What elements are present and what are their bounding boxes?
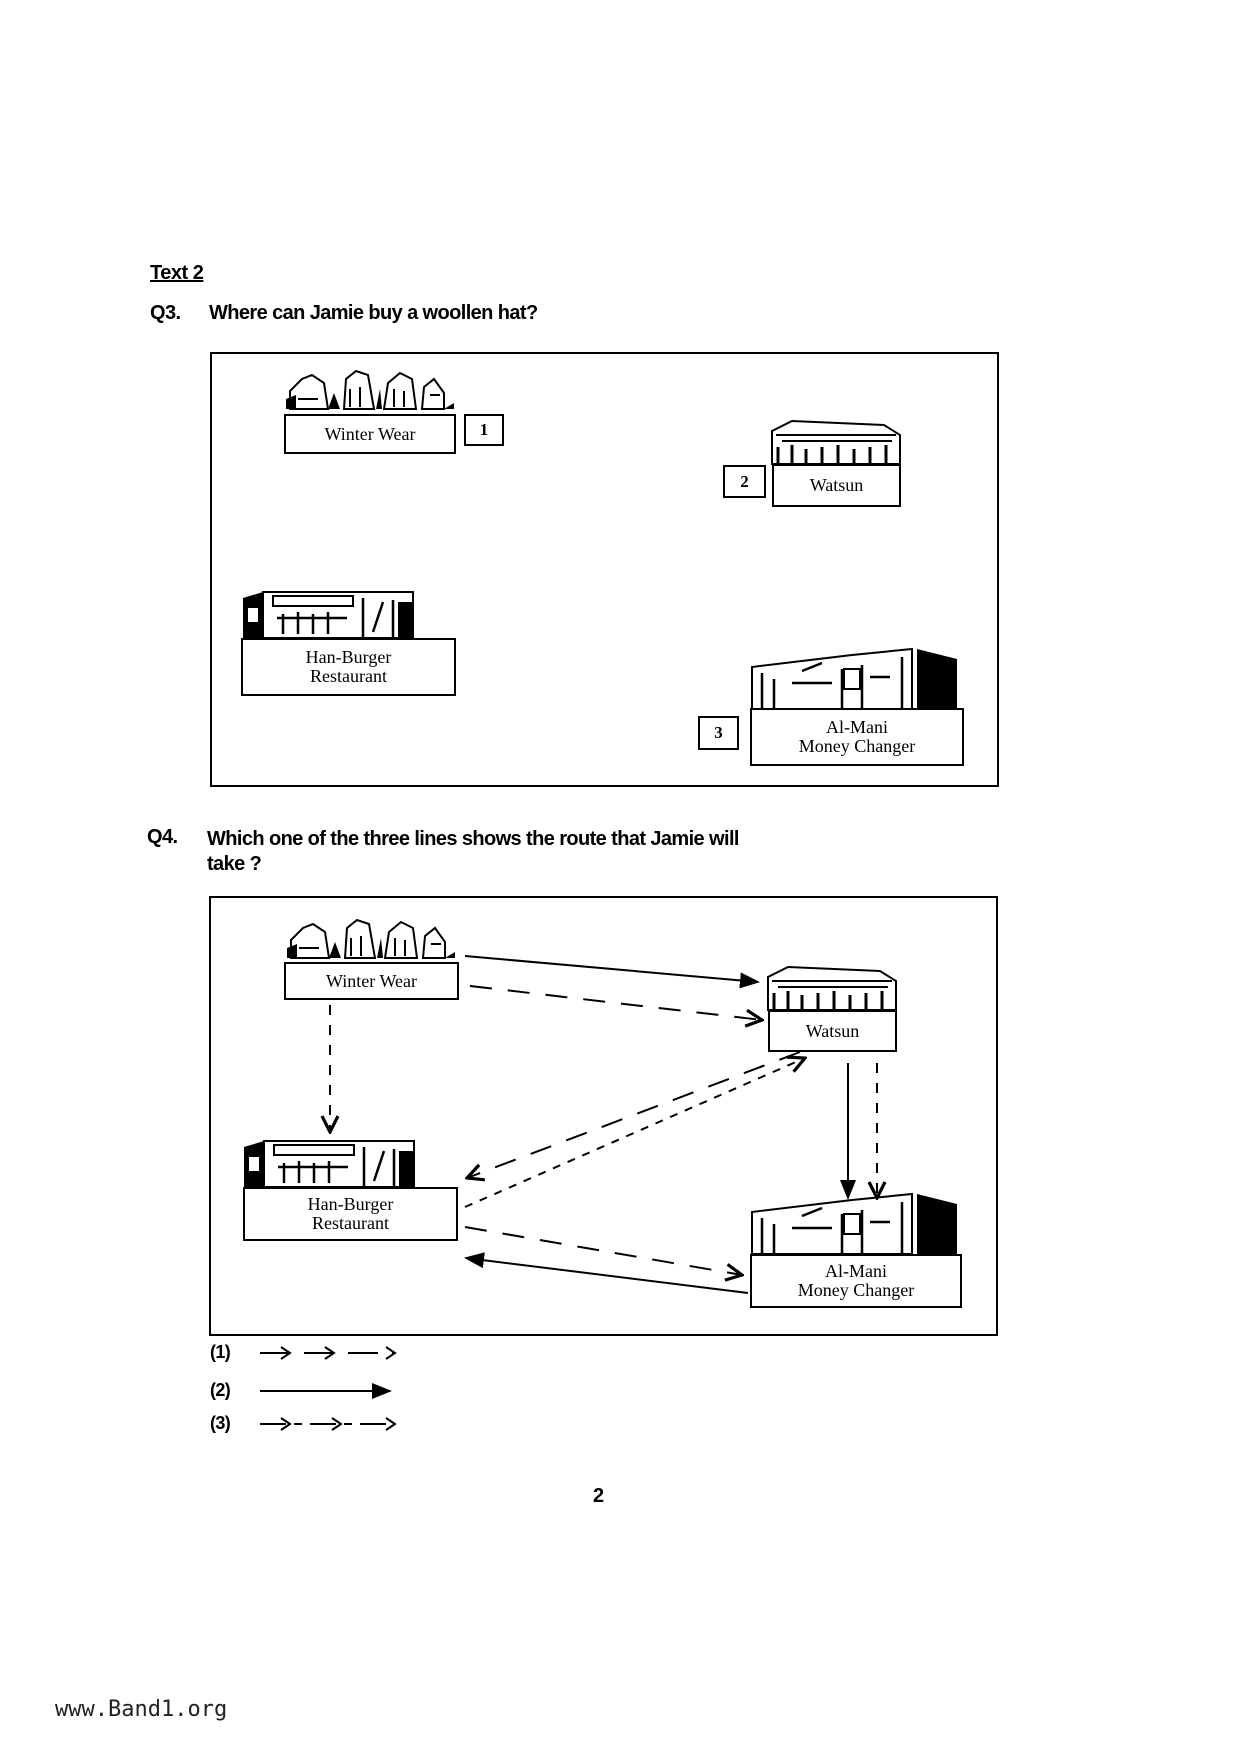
footer-url: www.Band1.org (55, 1697, 228, 1722)
store-label-winter-wear: Winter Wear (284, 414, 456, 454)
q3-number: Q3. (150, 302, 181, 324)
option-1-box[interactable]: 1 (464, 414, 504, 446)
option-3-box[interactable]: 3 (698, 716, 739, 750)
store-name: Watsun (805, 1020, 860, 1041)
store-name: Al-Mani (825, 1261, 887, 1281)
legend-3-arrowheads (280, 1417, 397, 1431)
q3-map-frame (210, 352, 999, 787)
route-lines (330, 955, 877, 1294)
store-label-winter-wear: Winter Wear (284, 962, 459, 1000)
route-dashed-hb-watsun (464, 1058, 805, 1208)
route-open-watsun-hb (467, 1051, 801, 1178)
option-2-box[interactable]: 2 (723, 465, 766, 498)
store-name: Restaurant (312, 1213, 389, 1233)
store-name: Winter Wear (326, 970, 417, 991)
store-name: Winter Wear (324, 423, 416, 444)
q4-text-line1: Which one of the three lines shows the r… (207, 828, 739, 850)
store-label-watsun: Watsun (768, 1010, 897, 1052)
watsun-illustration (770, 419, 902, 466)
winter-wear-illustration (283, 368, 457, 410)
route-solid-ww-watsun (464, 955, 760, 989)
store-name: Han-Burger (307, 1194, 394, 1214)
legend-3-label[interactable]: (3) (210, 1413, 231, 1433)
route-open-hb-almani (464, 1226, 742, 1275)
page-number: 2 (593, 1485, 604, 1507)
store-name: Restaurant (310, 666, 387, 686)
option-number: 2 (740, 471, 749, 491)
store-name: Money Changer (798, 736, 916, 756)
route-solid-almani-hb (464, 1252, 749, 1294)
legend-1-arrowheads (280, 1346, 397, 1360)
han-burger-illustration (241, 590, 415, 640)
section-title: Text 2 (150, 262, 204, 284)
option-number: 1 (479, 420, 489, 439)
al-mani-illustration (750, 647, 959, 711)
q4-map-frame (209, 896, 998, 1336)
q4-text-line2: take ? (207, 853, 262, 875)
store-name: Watsun (809, 475, 864, 495)
store-name: Money Changer (797, 1280, 915, 1300)
store-label-watsun: Watsun (772, 464, 901, 507)
q3-text: Where can Jamie buy a woollen hat? (209, 302, 538, 324)
legend-2-label[interactable]: (2) (210, 1380, 231, 1400)
legend-1-label[interactable]: (1) (210, 1342, 231, 1362)
store-name: Han-Burger (305, 647, 392, 667)
option-number: 3 (714, 723, 723, 742)
q4-number: Q4. (147, 826, 178, 848)
store-name: Al-Mani (826, 717, 888, 737)
route-open-ww-watsun (469, 985, 762, 1020)
